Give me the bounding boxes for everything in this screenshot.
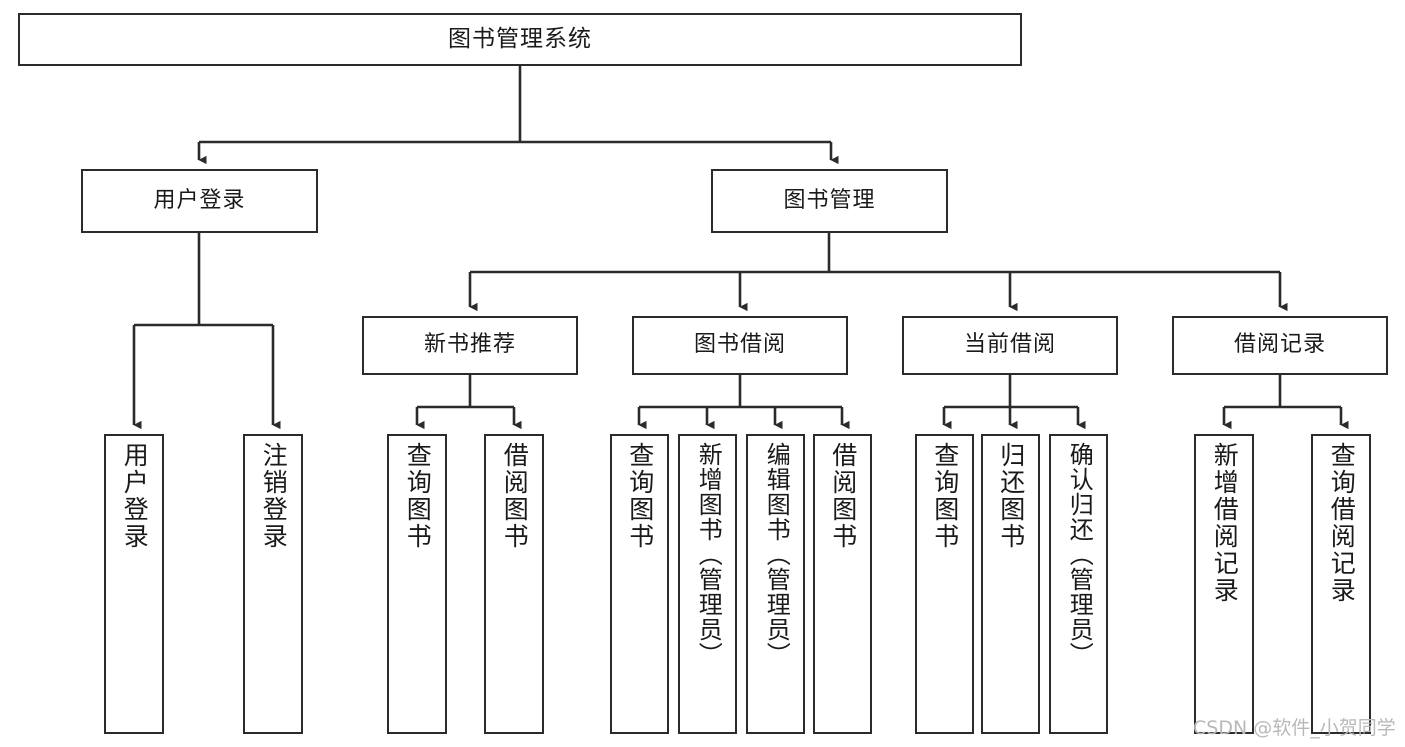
node-borrow-record[interactable]: 借阅记录 (1172, 316, 1388, 375)
leaf-leaf-add-book-label: 新增图书（管理员） (694, 442, 723, 667)
leaf-leaf-query-book-cur-label: 查询图书 (930, 442, 960, 550)
node-book-borrow-label: 图书借阅 (693, 332, 786, 358)
leaf-leaf-borrow-book-rec-label: 借阅图书 (500, 442, 530, 550)
leaf-leaf-user-logout-label: 注销登录 (259, 442, 289, 550)
leaf-leaf-user-login[interactable]: 用户登录 (104, 434, 164, 734)
leaf-leaf-edit-book[interactable]: 编辑图书（管理员） (746, 434, 805, 734)
leaf-leaf-query-book-cur[interactable]: 查询图书 (915, 434, 974, 734)
leaf-leaf-query-record[interactable]: 查询借阅记录 (1311, 434, 1371, 734)
leaf-leaf-return-book-label: 归还图书 (996, 442, 1026, 550)
leaf-leaf-add-book[interactable]: 新增图书（管理员） (678, 434, 737, 734)
leaf-leaf-user-login-label: 用户登录 (120, 442, 150, 550)
leaf-leaf-query-book-borrow[interactable]: 查询图书 (610, 434, 669, 734)
leaf-leaf-query-book-rec[interactable]: 查询图书 (387, 434, 447, 734)
leaf-leaf-query-record-label: 查询借阅记录 (1327, 442, 1357, 604)
leaf-leaf-edit-book-label: 编辑图书（管理员） (762, 442, 791, 667)
leaf-leaf-user-logout[interactable]: 注销登录 (243, 434, 303, 734)
leaf-leaf-add-record-label: 新增借阅记录 (1210, 442, 1240, 604)
node-new-book-rec[interactable]: 新书推荐 (362, 316, 578, 375)
node-new-book-rec-label: 新书推荐 (423, 332, 516, 358)
leaf-leaf-confirm-return-label: 确认归还（管理员） (1065, 442, 1094, 667)
leaf-leaf-confirm-return[interactable]: 确认归还（管理员） (1049, 434, 1108, 734)
leaf-leaf-borrow-book[interactable]: 借阅图书 (813, 434, 872, 734)
node-user-login[interactable]: 用户登录 (81, 169, 318, 233)
leaf-leaf-query-book-rec-label: 查询图书 (403, 442, 433, 550)
node-root[interactable]: 图书管理系统 (18, 13, 1022, 66)
node-current-borrow[interactable]: 当前借阅 (902, 316, 1118, 375)
leaf-leaf-query-book-borrow-label: 查询图书 (625, 442, 655, 550)
node-book-manage[interactable]: 图书管理 (711, 169, 948, 233)
watermark: CSDN @软件_小贺同学 (1193, 717, 1396, 739)
node-book-manage-label: 图书管理 (783, 187, 876, 213)
node-current-borrow-label: 当前借阅 (963, 332, 1056, 358)
leaf-leaf-add-record[interactable]: 新增借阅记录 (1194, 434, 1254, 734)
node-root-label: 图书管理系统 (448, 25, 592, 52)
node-book-borrow[interactable]: 图书借阅 (632, 316, 848, 375)
leaf-leaf-return-book[interactable]: 归还图书 (981, 434, 1040, 734)
node-user-login-label: 用户登录 (153, 187, 246, 213)
leaf-leaf-borrow-book-rec[interactable]: 借阅图书 (484, 434, 544, 734)
leaf-leaf-borrow-book-label: 借阅图书 (828, 442, 858, 550)
node-borrow-record-label: 借阅记录 (1233, 332, 1326, 358)
